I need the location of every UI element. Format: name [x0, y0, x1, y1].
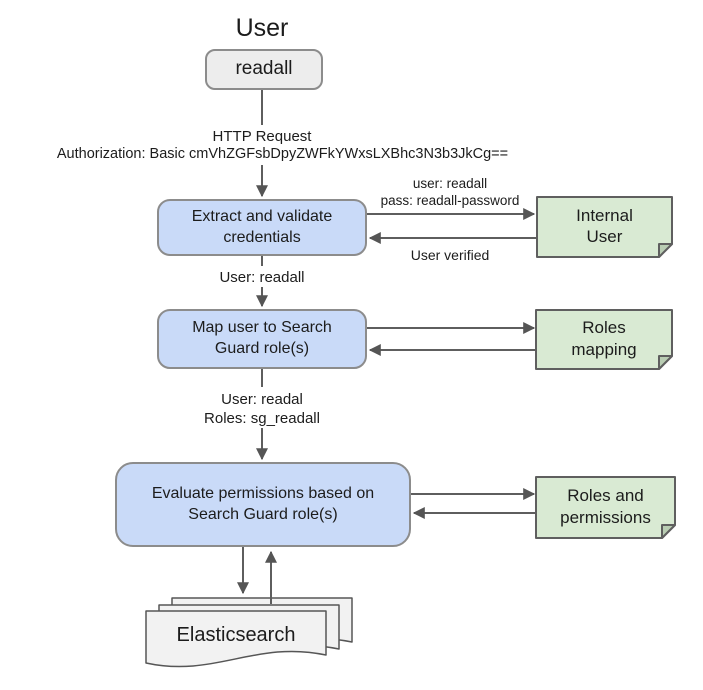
store-roles-mapping: Roles mapping	[571, 318, 637, 359]
step-evaluate-permissions: Evaluate permissions based on Search Gua…	[115, 462, 411, 547]
user-actor-node: readall	[205, 49, 323, 90]
store-roles-permissions: Roles and permissions	[560, 486, 651, 527]
store-internal-user: Internal User	[576, 205, 633, 246]
edge-label-user-verified: User verified	[410, 247, 490, 263]
edge-label-user-roles: User: readal Roles: sg_readall	[204, 391, 320, 428]
flow-arrows	[237, 90, 537, 604]
edge-label-user-readall: User: readall	[219, 269, 305, 286]
document-stack-shape	[145, 597, 353, 668]
edge-label-credentials: user: readall pass: readall-password	[380, 176, 520, 209]
step-map-roles: Map user to Search Guard role(s)	[157, 309, 367, 369]
http-request-label: HTTP Request	[212, 128, 312, 145]
diagram-title: User	[235, 14, 289, 42]
authorization-header-label: Authorization: Basic cmVhZGFsbDpyZWFkYWx…	[56, 146, 509, 162]
step-extract-credentials: Extract and validate credentials	[157, 199, 367, 256]
elasticsearch-node-label: Elasticsearch	[176, 624, 296, 646]
store-note-shapes	[535, 196, 676, 539]
